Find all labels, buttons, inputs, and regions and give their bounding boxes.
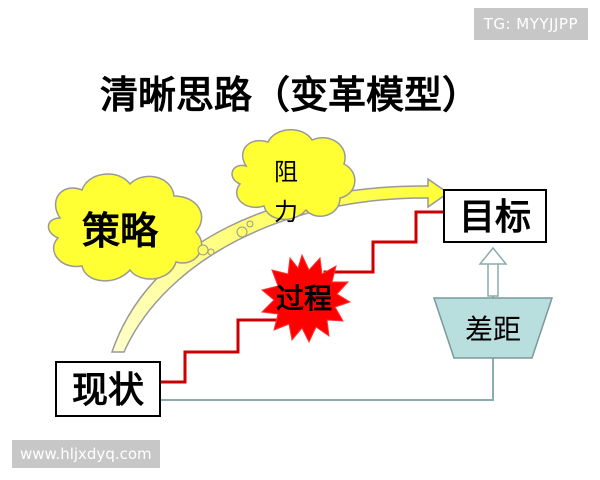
current-state-box: 现状 [55,361,161,417]
current-state-label: 现状 [72,370,145,411]
goal-box: 目标 [443,189,547,243]
diagram-title: 清晰思路（变革模型） [100,73,480,117]
thought-bubble [246,220,254,228]
thought-bubble [207,248,215,256]
gap-shape: 差距 [432,297,554,359]
up-arrow [478,246,508,297]
thought-bubble [197,244,209,256]
thought-bubble [236,226,248,238]
goal-label: 目标 [459,197,531,238]
website-watermark: www.hljxdyq.com [12,440,160,468]
resistance-label-2: 力 [274,198,298,226]
resistance-label-1: 阻 [274,158,298,186]
resistance-cloud: 阻 力 [231,129,356,226]
process-label: 过程 [276,282,332,315]
strategy-cloud: 策略 [47,173,203,282]
telegram-watermark: TG: MYYJJPP [473,8,588,40]
gap-label: 差距 [465,313,521,346]
strategy-label: 策略 [82,209,159,253]
process-burst: 过程 [260,253,352,344]
